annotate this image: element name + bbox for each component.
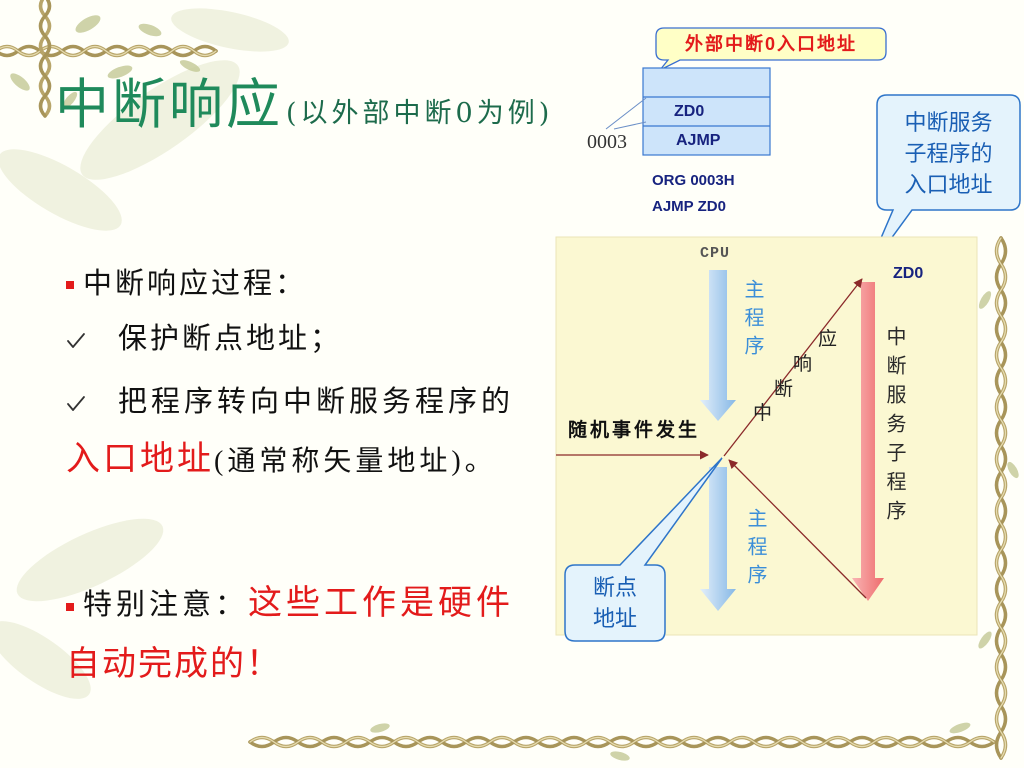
step-jump-to-isr: 把程序转向中断服务程序的: [118, 386, 515, 418]
check-icon: [67, 333, 85, 348]
main-program-label-top: 主程序: [741, 279, 763, 363]
entry-address-note: (通常称矢量地址)。: [214, 446, 497, 477]
ext-int0-callout-box: [655, 27, 887, 71]
response-char: 响: [793, 354, 813, 375]
main-program-arrow-top: [700, 270, 736, 421]
isr-entry-label: ZD0: [893, 265, 924, 282]
main-program-arrow-bottom: [700, 467, 736, 611]
breakpoint-callout-text: 断点 地址: [565, 572, 665, 634]
left-vine-strand: [38, 0, 52, 118]
memory-cell-zd0: ZD0: [674, 103, 705, 120]
entry-address-highlight: 入口地址: [66, 441, 214, 478]
right-vine-highlight: [995, 237, 1007, 759]
vine-leaf: [179, 60, 201, 72]
vine-leaf: [978, 631, 992, 649]
isr-label: 中断服务子程序: [883, 326, 905, 529]
response-char: 应: [818, 329, 838, 350]
top-left-vine: [0, 0, 218, 118]
address-pointer-line: [613, 121, 647, 130]
code-line-ajmp: AJMP ZD0: [652, 198, 726, 215]
note-highlight-line1: 这些工作是硬件: [248, 585, 515, 622]
vine-leaf: [978, 291, 992, 309]
note-label: 特别注意：: [83, 589, 249, 621]
memory-cell-ajmp: AJMP: [676, 132, 721, 149]
square-bullet-icon: [66, 281, 74, 289]
callout-line: 中断服务: [904, 110, 993, 135]
memory-address: 0003: [587, 131, 627, 153]
slide-subtitle: (以外部中断0为例): [286, 98, 554, 129]
watermark-leaf: [0, 621, 91, 699]
cpu-label: CPU: [700, 245, 731, 262]
isr-entry-callout-text: 中断服务 子程序的 入口地址: [877, 107, 1020, 200]
watermark-leaf: [16, 518, 164, 602]
return-arrow: [728, 459, 867, 599]
bottom-vine-highlight: [249, 736, 995, 748]
vine-leaf: [62, 91, 78, 109]
interrupt-response-arrow: [723, 278, 863, 457]
random-event-label: 随机事件发生: [568, 420, 701, 441]
main-program-label-bottom: 主程序: [744, 508, 766, 592]
square-bullet-icon: [66, 603, 74, 611]
vine-leaf: [10, 73, 30, 91]
response-char: 断: [774, 379, 794, 400]
address-pointer-line: [605, 97, 647, 130]
step-protect-breakpoint: 保护断点地址；: [118, 323, 343, 355]
vine-leaf: [1007, 461, 1019, 479]
watermark-leaf: [80, 60, 240, 180]
callout-line: 地址: [592, 606, 637, 631]
check-icon: [67, 396, 85, 411]
watermark-leaf: [0, 149, 122, 231]
entry-address-line: 入口地址 (通常称矢量地址)。: [66, 443, 497, 477]
slide-title: 中断响应: [55, 73, 283, 136]
callout-line: 断点: [592, 575, 637, 600]
code-line-org: ORG 0003H: [652, 172, 735, 189]
watermark-leaves: [0, 8, 289, 699]
isr-arrow: [852, 282, 884, 601]
callout-line: 入口地址: [904, 172, 993, 197]
vine-leaf: [370, 723, 390, 733]
watermark-leaf: [171, 8, 289, 52]
note-highlight-line2: 自动完成的！: [66, 646, 282, 683]
vine-leaf: [107, 65, 133, 79]
top-vine-highlight: [0, 45, 217, 57]
bottom-vine-strand: [248, 735, 996, 749]
callout-line: 子程序的: [904, 141, 993, 166]
vine-leaf: [949, 722, 971, 734]
note-line: 特别注意： 这些工作是硬件: [83, 587, 514, 621]
response-char: 中: [753, 403, 773, 424]
bottom-vine: [248, 735, 996, 749]
vine-leaf: [138, 23, 162, 37]
top-left-leaves: [10, 15, 201, 109]
memory-box: [642, 67, 771, 156]
process-heading: 中断响应过程：: [83, 268, 308, 300]
vine-leaf: [75, 15, 101, 33]
ext-int0-entry-label: 外部中断0入口地址: [684, 34, 857, 54]
breakpoint-callout-box: [564, 457, 723, 642]
right-vine: [994, 236, 1008, 760]
vine-leaf: [610, 751, 630, 761]
lower-right-leaves: [370, 291, 1019, 761]
